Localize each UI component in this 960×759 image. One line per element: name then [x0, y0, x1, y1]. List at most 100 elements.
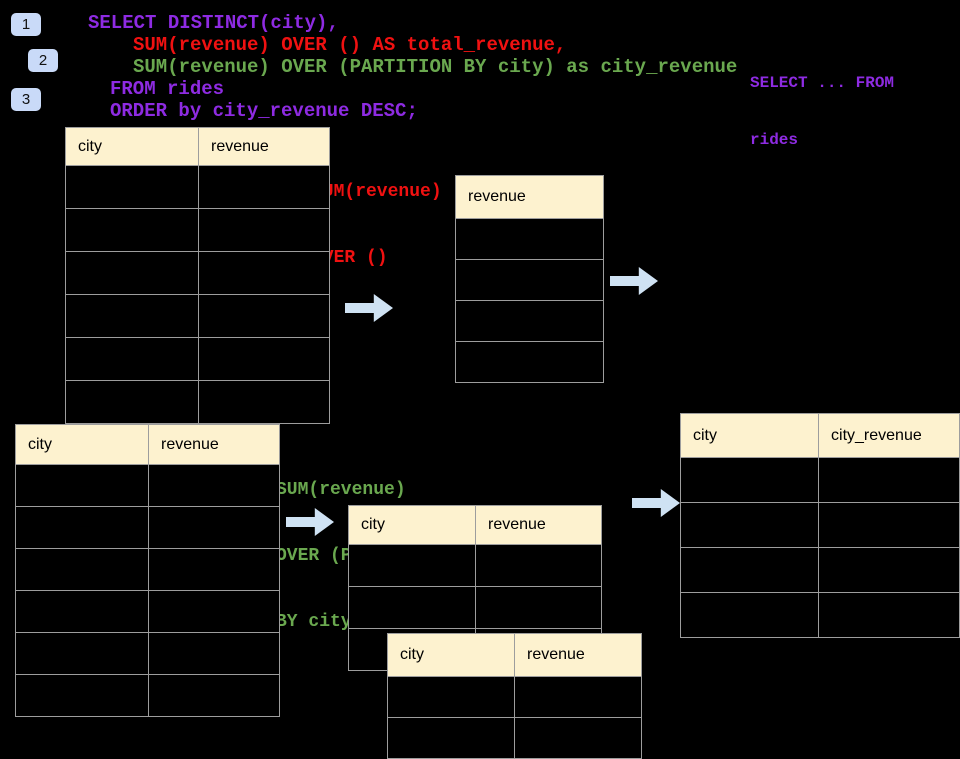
column-header-city-revenue: city_revenue — [818, 413, 960, 458]
annotation-total-line-1: SUM(revenue) — [312, 182, 442, 202]
table-cell-empty — [455, 259, 604, 301]
table-cell-empty — [65, 165, 199, 209]
table-row — [65, 208, 330, 252]
column-header-city: city — [387, 633, 515, 677]
table-row — [679, 502, 960, 548]
annotation-total-line-2: OVER () — [312, 248, 388, 268]
table-row — [65, 337, 330, 381]
table-row — [65, 251, 330, 295]
flow-arrow-icon — [632, 489, 680, 517]
table-row — [348, 586, 602, 629]
table-cell-empty — [679, 547, 820, 593]
step-badge-1: 1 — [11, 13, 41, 36]
column-header-city: city — [348, 505, 476, 545]
table-row — [65, 165, 330, 209]
column-header-revenue: revenue — [475, 505, 602, 545]
table-row — [679, 592, 960, 638]
sql-line-sum-over-partition: SUM(revenue) OVER (PARTITION BY city) as… — [133, 56, 738, 78]
table-row — [15, 632, 280, 675]
table-row — [455, 300, 604, 342]
table-cell-empty — [15, 548, 149, 591]
table-cell-empty — [198, 251, 330, 295]
table-cell-empty — [818, 502, 960, 548]
column-header-revenue: revenue — [198, 127, 330, 166]
table-total-revenue-result: revenue — [455, 175, 604, 383]
table-row — [679, 457, 960, 503]
table-row — [15, 506, 280, 549]
table-cell-empty — [387, 676, 515, 718]
table-row — [679, 547, 960, 593]
table-cell-empty — [198, 294, 330, 338]
table-cell-empty — [455, 218, 604, 260]
column-header-revenue: revenue — [514, 633, 642, 677]
column-header-city: city — [15, 424, 149, 465]
table-cell-empty — [148, 632, 280, 675]
table-row — [15, 464, 280, 507]
table-cell-empty — [65, 208, 199, 252]
sql-line-from: FROM rides — [110, 78, 225, 100]
table-cell-empty — [15, 590, 149, 633]
table-cell-empty — [679, 457, 820, 503]
table-cell-empty — [514, 676, 642, 718]
table-cell-empty — [818, 592, 960, 638]
table-row — [455, 259, 604, 301]
table-cell-empty — [198, 337, 330, 381]
table-row — [15, 590, 280, 633]
table-cell-empty — [198, 380, 330, 424]
sql-line-order-by: ORDER by city_revenue DESC; — [110, 100, 418, 122]
table-cell-empty — [455, 300, 604, 342]
side-snippet-line-2: rides — [750, 131, 799, 149]
table-cell-empty — [455, 341, 604, 383]
table-cell-empty — [818, 547, 960, 593]
column-header-revenue: revenue — [455, 175, 604, 219]
annotation-partition-line-1: SUM(revenue) — [276, 480, 406, 500]
table-row — [455, 218, 604, 260]
side-snippet-line-1: SELECT ... FROM — [750, 74, 895, 92]
table-source-top: city revenue — [65, 127, 330, 424]
flow-arrow-icon — [345, 294, 393, 322]
table-row — [15, 548, 280, 591]
table-cell-empty — [679, 592, 820, 638]
table-row — [387, 676, 642, 718]
table-cell-empty — [148, 464, 280, 507]
table-row — [65, 380, 330, 424]
table-row — [65, 294, 330, 338]
step-badge-2: 2 — [28, 49, 58, 72]
table-cell-empty — [348, 586, 476, 629]
table-cell-empty — [818, 457, 960, 503]
table-cell-empty — [475, 544, 602, 587]
table-cell-empty — [15, 506, 149, 549]
table-cell-empty — [348, 544, 476, 587]
table-row — [15, 674, 280, 717]
annotation-total-revenue-fn: SUM(revenue) OVER () — [312, 137, 442, 291]
table-cell-empty — [514, 717, 642, 759]
table-cell-empty — [15, 632, 149, 675]
table-row — [455, 341, 604, 383]
sql-line-select: SELECT DISTINCT(city), — [88, 12, 339, 34]
table-partition-front-layer: city revenue — [387, 633, 642, 759]
table-cell-empty — [198, 208, 330, 252]
table-cell-empty — [679, 502, 820, 548]
step-badge-3: 3 — [11, 88, 41, 111]
table-cell-empty — [65, 294, 199, 338]
sql-line-sum-over-total: SUM(revenue) OVER () AS total_revenue, — [133, 34, 567, 56]
table-cell-empty — [148, 548, 280, 591]
table-row — [387, 717, 642, 759]
table-cell-empty — [148, 674, 280, 717]
table-city-revenue-result: city city_revenue — [679, 413, 960, 638]
column-header-city: city — [679, 413, 820, 458]
table-cell-empty — [198, 165, 330, 209]
flow-arrow-icon — [610, 267, 658, 295]
column-header-revenue: revenue — [148, 424, 280, 465]
table-cell-empty — [65, 380, 199, 424]
table-cell-empty — [387, 717, 515, 759]
table-row — [348, 544, 602, 587]
table-cell-empty — [15, 674, 149, 717]
side-snippet: SELECT ... FROM rides — [750, 36, 894, 169]
table-cell-empty — [148, 590, 280, 633]
table-cell-empty — [148, 506, 280, 549]
table-cell-empty — [475, 586, 602, 629]
table-cell-empty — [15, 464, 149, 507]
table-source-bottom: city revenue — [15, 424, 280, 717]
table-cell-empty — [65, 337, 199, 381]
